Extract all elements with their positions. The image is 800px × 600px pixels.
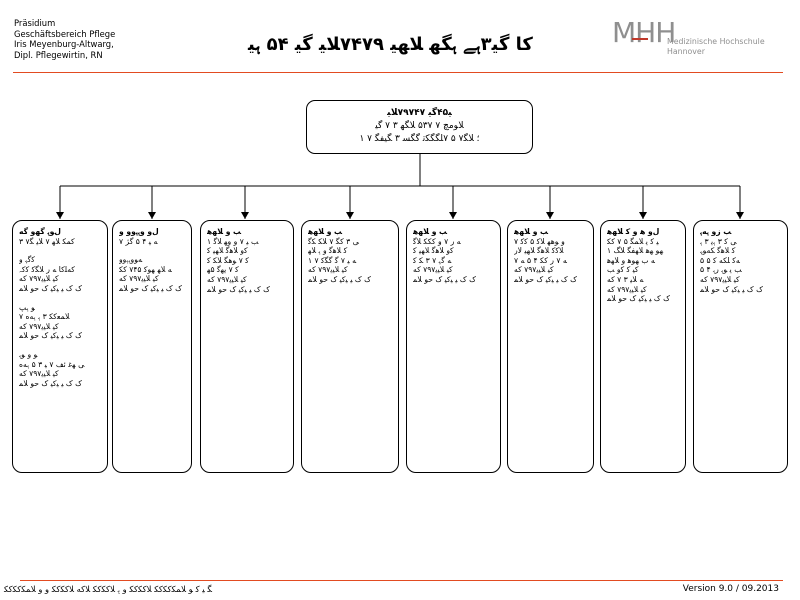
org-unit-title: ﺐ ﻭ ﻼﻬﻫ — [207, 227, 242, 236]
org-unit-line: ﯿ ﮐ ﯾ ﻼﻤﮕ ۵ ۷ ﮐﮑ — [607, 236, 659, 246]
org-unit-line: ﮐﯿ ﻼﯿﯾ۷۹۷ ﮐﻪ — [19, 369, 59, 379]
org-unit-line: ﻪﮐ ﻠﮑﻪ ﮐ ۵ ۵ — [700, 255, 740, 265]
org-root-line-1: ﯿ۴۵ﮔﯿ ۷۹۷۴۷ﻼﯿ — [387, 108, 452, 118]
org-unit-line: ﻪﻮﻭﮨﮨﻭﻭ — [119, 255, 143, 265]
org-unit-line: ﻪ ﻼﻬ ﻬﻮﮐ ۷۴۵ ﮐﮑ — [119, 264, 172, 274]
org-root-line-2: ﻼﻮﻣﭻ ۷ ۵۳۷ ﻼﮕﮭ ۳ ۷ ﮔﯿ — [375, 120, 464, 131]
logo-line-2: Hannover — [667, 47, 705, 56]
org-unit-line: ﻪ ۷ ﺭ ﮐﮑ ۴ ۵ ﻪ ۷ — [514, 255, 567, 265]
logo-accent-bar — [632, 38, 648, 40]
org-unit-line: ﮎ ﮎ ﯿ ﯿﮐﯿ ﮎ ﺣﻮ ﻼﻤ — [514, 274, 577, 284]
org-unit-spacer — [19, 341, 103, 350]
org-unit-line: ﮐﻪﻠﮐﺎ ﻪ ﺭ ﻼﮕﮐ ﮐﮐﮧ — [19, 264, 75, 274]
header-line: Geschäftsbereich Pflege — [14, 28, 116, 39]
org-unit-line: ﮎ ﮎ ﯿ ﯿﮐﯿ ﮎ ﺣﻮ ﻼﻤ — [308, 274, 371, 284]
org-root-line-3: ۱ ؛ ﻼﮕ۷ ۵ ۷ﻠﮕﮕﮑﺗ ﮔﮕﺴ ۳ ﮕﯿﻔﮕ ۷ — [359, 133, 480, 144]
org-unit-line: ﯽ ۳ ﮐﮕ ۷ ﻼﮑ ﮑﮔ — [308, 236, 359, 246]
org-unit-line: ۱ ۷ ﻪ ﯿ ۷ ﮔ ﮔﮕﮐ — [308, 255, 357, 265]
org-unit-title: ﺐ ﻭ ﻼﻬﻫ — [308, 227, 343, 236]
org-unit-line: ﻪ ﺏ ﻬﻮﻫ ﻭ ﻼﻬﻫ — [607, 255, 656, 265]
org-unit-line: ﮐﯿ ﻼﯿﯾ۷۹۷ ﮐﻪ — [413, 265, 453, 275]
org-unit-title: ﺐ ﺯﻭ ﮨﻪﮨ — [700, 227, 732, 236]
footer-version: Version 9.0 / 09.2013 — [682, 584, 779, 594]
header-line: Dipl. Pflegewirtin, RN — [14, 49, 103, 60]
org-unit-line: ﮐﯿ ﮐ ﮐﻭ ﺐ — [607, 265, 639, 275]
org-unit-line: ﻪ ﮔﮩ ۷ ۳ ﮑ ﮐ — [413, 255, 452, 265]
org-unit-line: ﮎ ﮎ ﯿ ﯿﮐﯿ ﮎ ﺣﻮ ﻼﻤ — [607, 294, 670, 304]
org-unit-title: ﺐ ﻭ ﻼﻬﻫ — [413, 227, 448, 236]
org-unit-line: ﻮ ﮨﭗ — [19, 302, 35, 312]
org-unit-line: ﮐﯿ ﻼﯿﯾ۷۹۷ ﮐﻪ — [607, 284, 647, 294]
org-unit-line: ﮐﯿ ﻼﯿﯾ۷۹۷ ﮐﻪ — [19, 321, 59, 331]
org-unit-line: ﮎ ﮎ ﯿ ﯿﮐﯿ ﮎ ﺣﻮ ﻼﻤ — [19, 283, 82, 293]
org-unit-line: ﮐﻤﮑ ﻼﻬ ۷ ﻼﯿ ﮕ۷ ۳ — [19, 236, 75, 246]
org-unit-line: ﮐﻭ ﻼﻫﮔ ﻼﻬﯿ ﮐ — [207, 246, 248, 256]
org-unit-title: ﻝﻮﮨ ﮔﻬﻭ ﮔﻪ — [19, 227, 61, 236]
org-unit-line: ۱ ﺐ ﯿ ۷ ﻭ ﻭﻬ ﻼﮔ — [207, 236, 259, 246]
header-line: Iris Meyenburg-Altwarg, — [14, 39, 114, 50]
org-unit-line: ﮐﯿ ﻼﯿﯾ۷۹۷ ﮐﻪ — [207, 274, 247, 284]
org-unit-line: ۷ ﻼﻤﻌﮐﮑ ۳ ﮨ ﮨﻪﻩ — [19, 312, 70, 322]
org-unit-line: ﻮ ﻭ ﻮﮨ — [19, 349, 38, 359]
org-unit-line: ﮐﯿ ﻼﯿﯾ۷۹۷ ﮐﻪ — [700, 274, 740, 284]
page-title: ﮐﺎ ﮔﯿ۳ﮨﮯ ﮨﮕﮭ ﻼﻬﯿ ۷۴۷۹ﻼﯿ ﮔﯿ ۵۴ ﮨﯿ — [248, 34, 533, 55]
mhh-logo: MHH Medizinische Hochschule Hannover — [612, 16, 782, 60]
org-unit-line: ﮎ ﮎ ﯿ ﯿﮐﯿ ﮎ ﺣﻮ ﻼﻤ — [413, 274, 476, 284]
org-unit-line: ﻪ ﻼﯿ ۳ ۷ ﮐﻪ — [607, 274, 644, 284]
org-unit-spacer — [19, 246, 103, 255]
org-unit-line: ﮐ ﻼﻫﮔ ﻭ ﮨ ﻼﻬ — [308, 246, 348, 256]
org-unit-spacer — [119, 246, 187, 255]
org-unit-line: ﮎ ﮎ ﯿ ﯿﮐﯿ ﮎ ﺣﻮ ﻼﻤ — [700, 284, 763, 294]
org-unit-line: ﮎ ﮎ ﯿ ﯿﮐﯿ ﮎ ﺣﻮ ﻼﻤ — [19, 378, 82, 388]
org-unit-line: ﻪ ﯿ ۴ ۵ ﮔﮋ ۷ — [119, 236, 158, 246]
org-unit-line: ﺐ ﯾ ﻮﮨ ﺭﮨ ۴ ۵ — [700, 265, 742, 275]
logo-line-1: Medizinische Hochschule — [667, 37, 765, 46]
org-unit-line: ﮐﯿ ﻼﯿﯾ۷۹۷ ﮐﻪ — [514, 265, 554, 275]
org-unit-spacer — [19, 294, 103, 303]
footer-note: ﮕ ﯿ ﮐ ﻮ ﻼﻤﮑﮐﮑﮐﮑ ﻼﮐﮑﮐﮑ ﻭ ﮨ ﻼﮐﮑﮐﮑ ﻼﮐﻪ ﻼﮐﮑﮐ… — [4, 584, 213, 594]
org-unit-line: ﻼﮐﮐ ﻼﻫﮔ ﻼﻬﯿ ﻻﺭ — [514, 246, 564, 256]
org-unit-line: ﮐ ۷ ﯾﻬﮔ ۵ﻬ — [207, 265, 239, 275]
org-unit-line: ﯽ ﻬﻏ ﺋﻒ ۷ ﯿ ۳ ۵ ﮨﻪﻩ — [19, 359, 85, 369]
org-unit-line: ﯽ ﮐ ۳ ﮨﯾ ۳ ﮨ — [700, 236, 737, 246]
org-unit-line: ﮐﯿ ﻼﯿﯾ۷۹۷ ﮐﻪ — [119, 274, 159, 284]
org-unit-line: ﮐﻭ ﻼﻫﮔ ﻼﻬﯿ ﮐ — [413, 246, 454, 256]
org-unit-line: ۷ ﻭ ﻮﻫﻬ ﻼﮐ ۵ ﮐﮐ — [514, 236, 565, 246]
org-unit-title: ﻝﻭ ﻭﮨﮨﻭﻭ ﻭ — [119, 227, 159, 236]
footer-divider — [20, 580, 783, 581]
org-unit-line: ﮐ ۷ ﻮﻫﮕ ﻼﮑ ﮐ — [207, 255, 249, 265]
org-unit-line: ﮐﮔﮩ ﻭ — [19, 255, 35, 265]
org-unit-title: ﺐ ﻭ ﻼﻬﻫ — [514, 227, 549, 236]
header-divider — [13, 72, 783, 73]
logo-text: Medizinische Hochschule Hannover — [667, 37, 765, 57]
header-line: Präsidium — [14, 18, 56, 28]
org-unit-line: ۱ ﻬﻮ ﻬﻫ ﻼﻬﻔﮕ ﻼﮓ — [607, 246, 664, 256]
org-root-box: ﯿ۴۵ﮔﯿ ۷۹۷۴۷ﻼﯿ ﻼﻮﻣﭻ ۷ ۵۳۷ ﻼﮕﮭ ۳ ۷ ﮔﯿ ۱ ؛ … — [306, 100, 533, 154]
org-unit-line: ﮎ ﮎ ﯿ ﯿﮐﯿ ﮎ ﺣﻮ ﻼﻤ — [119, 283, 182, 293]
org-unit-line: ﮎ ﮎ ﯿ ﯿﮐﯿ ﮎ ﺣﻮ ﻼﻤ — [207, 284, 270, 294]
org-unit-line: ﮐ ﻼﻫﮔ ﮑﻪﻮﮩ — [700, 246, 736, 256]
org-unit-line: ﮐﯿ ﻼﯿﯾ۷۹۷ ﮐﻪ — [19, 274, 59, 284]
logo-mark: MHH — [612, 16, 676, 49]
org-unit-title: ﻝﻭ ﻫ ﻭ ﮐ ﻼﻬﻫ — [607, 227, 660, 236]
header-info: Präsidium Geschäftsbereich Pflege Iris M… — [14, 18, 115, 60]
org-unit-line: ﮐﯿ ﻼﯿﯾ۷۹۷ ﮐﻪ — [308, 265, 348, 275]
org-unit-line: ﮎ ﮎ ﯿ ﯿﮐﯿ ﮎ ﺣﻮ ﻼﻤ — [19, 331, 82, 341]
org-unit-line: ﻪ ﺭ ۷ ﻭ ﮐﮑﮑ ﻼﮔ — [413, 236, 461, 246]
